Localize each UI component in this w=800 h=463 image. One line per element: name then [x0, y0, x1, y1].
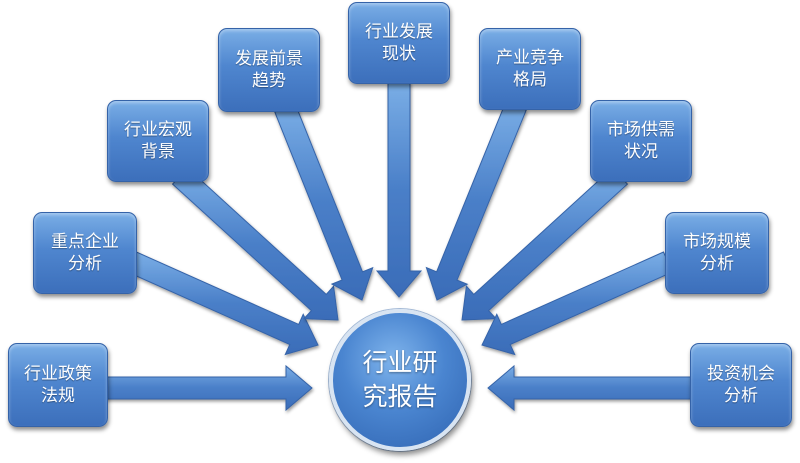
arrow-market-size: [481, 251, 674, 356]
node-macro: 行业宏观 背景: [107, 100, 209, 182]
node-status: 行业发展 现状: [348, 2, 450, 84]
node-market-size-label: 市场规模 分析: [683, 232, 751, 274]
node-competition-label: 产业竞争 格局: [496, 48, 564, 90]
center-circle: 行业研 究报告: [329, 309, 471, 451]
node-supply-demand-label: 市场供需 状况: [607, 120, 675, 162]
node-investment: 投资机会 分析: [690, 343, 792, 427]
node-prospects: 发展前景 趋势: [218, 28, 320, 112]
node-prospects-label: 发展前景 趋势: [235, 49, 303, 91]
node-policy-label: 行业政策 法规: [24, 364, 92, 406]
arrow-competition: [425, 101, 527, 301]
arrow-status: [375, 81, 423, 298]
arrow-investment: [487, 364, 695, 412]
node-competition: 产业竞争 格局: [479, 28, 581, 110]
center-label: 行业研 究报告: [362, 348, 438, 411]
node-investment-label: 投资机会 分析: [707, 364, 775, 406]
arrow-key-companies: [126, 251, 319, 356]
node-key-companies-label: 重点企业 分析: [51, 232, 119, 274]
arrow-policy: [103, 364, 313, 412]
arrow-supply-demand: [461, 167, 629, 321]
node-supply-demand: 市场供需 状况: [590, 100, 692, 182]
node-policy: 行业政策 法规: [8, 343, 108, 427]
arrow-prospects: [274, 103, 374, 301]
node-key-companies: 重点企业 分析: [33, 212, 137, 294]
node-macro-label: 行业宏观 背景: [124, 120, 192, 162]
node-status-label: 行业发展 现状: [365, 22, 433, 64]
arrow-macro: [171, 167, 339, 321]
node-market-size: 市场规模 分析: [665, 212, 769, 294]
